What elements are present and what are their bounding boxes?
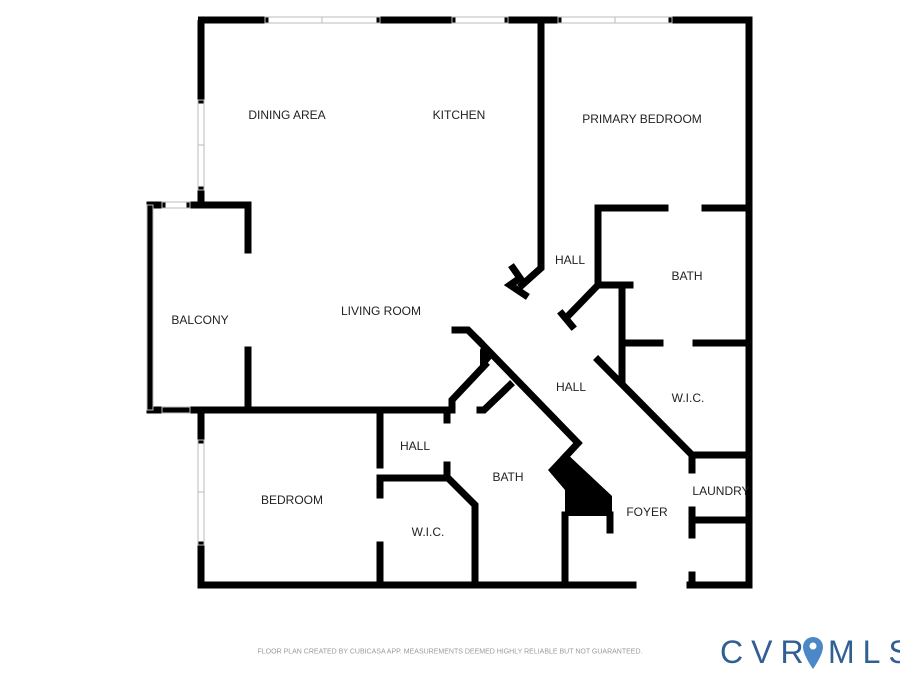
room-label-hall-primary: HALL	[554, 253, 586, 267]
room-label-bath-center: BATH	[492, 470, 524, 484]
windows	[146, 16, 673, 546]
location-pin-icon	[803, 637, 823, 669]
room-label-wic-primary: W.I.C.	[671, 391, 705, 405]
room-label-kitchen: KITCHEN	[432, 108, 486, 122]
room-label-balcony: BALCONY	[171, 313, 229, 327]
room-label-living-room: LIVING ROOM	[340, 304, 422, 318]
room-label-primary-bedroom: PRIMARY BEDROOM	[582, 112, 702, 126]
walls	[146, 16, 753, 589]
cvrmls-logo: CVR MLS	[720, 631, 900, 679]
svg-text:CVR: CVR	[720, 634, 812, 670]
closet-fill	[548, 452, 612, 516]
disclaimer: FLOOR PLAN CREATED BY CUBICASA APP. MEAS…	[257, 648, 643, 656]
room-label-bedroom: BEDROOM	[260, 493, 324, 507]
room-label-wic-bedroom: W.I.C.	[411, 525, 445, 539]
room-label-laundry: LAUNDRY	[692, 484, 750, 498]
room-label-dining-area: DINING AREA	[248, 108, 326, 122]
svg-text:MLS: MLS	[828, 634, 900, 670]
logo-graphic: CVR MLS	[720, 634, 900, 670]
room-label-foyer: FOYER	[626, 505, 668, 519]
wall-corner-fill	[480, 345, 492, 372]
room-label-bath-primary: BATH	[671, 269, 703, 283]
room-label-hall-bedroom: HALL	[399, 439, 431, 453]
room-label-hall-center: HALL	[555, 380, 587, 394]
